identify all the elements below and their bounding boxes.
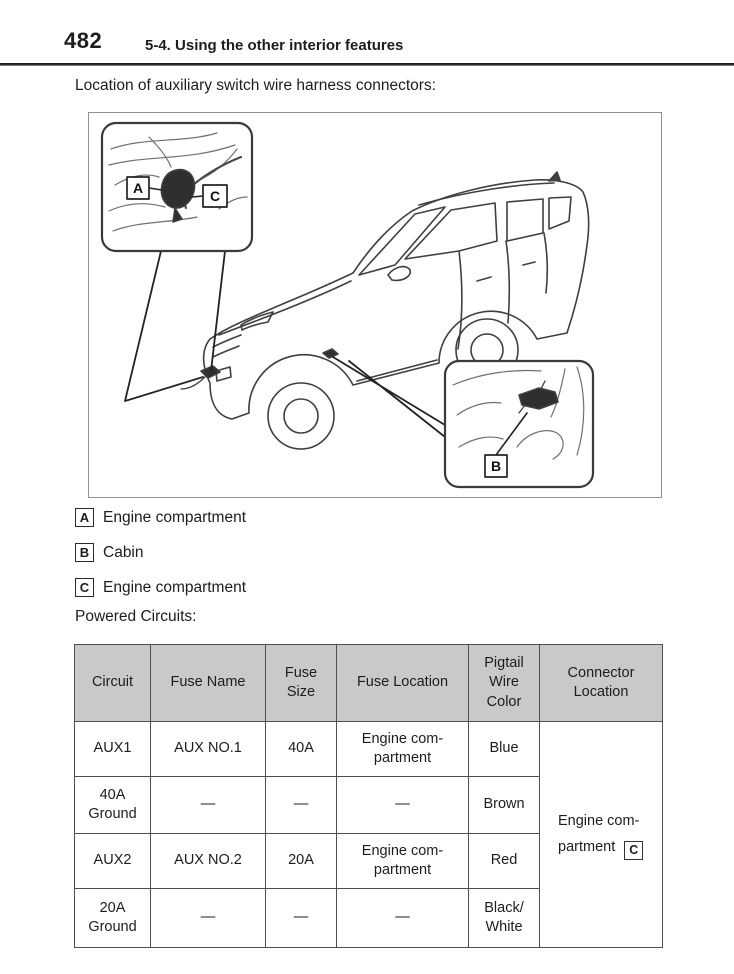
table-cell: 40A [265,721,337,777]
vehicle-diagram: A C B [100,121,595,489]
table-cell: Black/ White [468,888,540,948]
connector-location-line1: Engine com- [558,813,640,830]
table-cell: AUX2 [74,833,151,889]
table-cell: — [150,776,266,834]
column-header: Connector Location [539,644,663,722]
callout-a-box [126,176,150,200]
table-cell: AUX NO.1 [150,721,266,777]
legend-a-box: A [75,508,94,527]
legend-c-text: Engine compartment [103,578,247,596]
callout-a-label: A [133,180,143,196]
legend-c-box: C [75,578,94,597]
table-cell: Engine com- partment [336,833,469,889]
table-cell: AUX NO.2 [150,833,266,889]
legend-a-text: Engine compartment [103,508,247,526]
engine-compartment-inset: A C [100,121,254,253]
legend-item-b: B Cabin [75,543,144,562]
column-header: Fuse Location [336,644,469,722]
table-row: 20A Ground — — — Black/ White [74,888,663,948]
table-cell: 40A Ground [74,776,151,834]
table-cell: Brown [468,776,540,834]
legend-b-text: Cabin [103,543,144,561]
connector-location-cell: Engine com-partment C [539,721,663,948]
legend-item-a: A Engine compartment [75,508,246,527]
cabin-inset: B [443,359,595,489]
table-cell: — [265,888,337,948]
callout-b-box [484,454,508,478]
column-header: Pigtail Wire Color [468,644,540,722]
table-cell: — [336,776,469,834]
legend-item-c: C Engine compartment [75,578,246,597]
vehicle-figure: A C B [88,112,662,498]
table-cell: 20A Ground [74,888,151,948]
callout-c-box [202,184,228,208]
table-row: 40A Ground — — — Brown [74,776,663,834]
column-header: Fuse Size [265,644,337,722]
powered-circuits-heading: Powered Circuits: [75,608,197,625]
powered-circuits-table: Circuit Fuse Name Fuse Size Fuse Locatio… [74,644,663,948]
connector-location-line2: partment [558,838,620,855]
legend-b-box: B [75,543,94,562]
table-cell: Engine com- partment [336,721,469,777]
page-number: 482 [64,28,103,53]
callout-c-label: C [210,188,220,204]
callout-b-label: B [491,458,501,474]
section-title: 5-4. Using the other interior features [145,37,404,54]
intro-text: Location of auxiliary switch wire harnes… [75,77,436,94]
table-cell: Red [468,833,540,889]
table-cell: — [336,888,469,948]
table-cell: — [150,888,266,948]
table-row: AUX1 AUX NO.1 40A Engine com- partment B… [74,721,663,948]
column-header: Circuit [74,644,151,722]
column-header: Fuse Name [150,644,266,722]
table-cell: — [265,776,337,834]
header-rule [0,63,734,66]
table-header-row: Circuit Fuse Name Fuse Size Fuse Locatio… [74,644,663,722]
table-cell: 20A [265,833,337,889]
connector-location-c-box: C [624,840,644,860]
table-cell: Blue [468,721,540,777]
table-cell: AUX1 [74,721,151,777]
harness-connector-marks [180,348,339,390]
callout-leader-lines [124,250,446,438]
table-row: AUX2 AUX NO.2 20A Engine com- partment R… [74,833,663,889]
